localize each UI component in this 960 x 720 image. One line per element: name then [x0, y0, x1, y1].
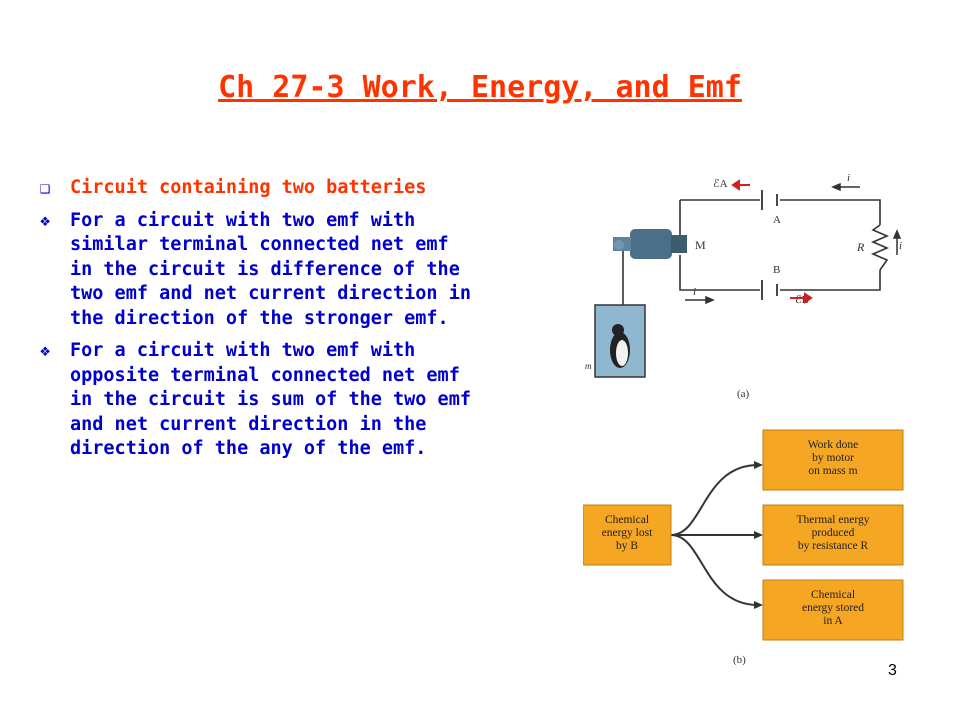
bullet-item: ❖ For a circuit with two emf with simila…	[40, 209, 550, 332]
bullet-item: ❖ For a circuit with two emf with opposi…	[40, 339, 550, 462]
diamond-bullet-icon: ❖	[40, 341, 51, 361]
thermal-box: Thermal energy produced by resistance R	[796, 514, 870, 552]
figure-b-caption: (b)	[733, 654, 746, 666]
mass-label: m	[585, 361, 592, 371]
battery-a-label: A	[773, 214, 781, 226]
work-box: Work done by motor on mass m	[807, 439, 859, 477]
hollow-square-icon: ❑	[40, 178, 51, 198]
bullet-text: For a circuit with two emf with opposite…	[70, 340, 471, 459]
resistor-label: R	[856, 240, 865, 254]
motor-icon	[613, 229, 687, 259]
battery-a	[761, 190, 778, 210]
battery-b-label: B	[773, 264, 780, 276]
bullet-item: ❑ Circuit containing two batteries	[40, 176, 550, 201]
bullet-text: Circuit containing two batteries	[70, 177, 427, 198]
battery-b	[761, 280, 778, 300]
figure-a-caption: (a)	[737, 388, 750, 400]
slide-title: Ch 27-3 Work, Energy, and Emf	[218, 70, 742, 105]
emf-a-label: ℰA	[713, 178, 728, 190]
svg-text:i: i	[847, 172, 850, 184]
source-box: Chemical energy lost by B	[601, 514, 653, 552]
circuit-diagram: A B ℰA ℰB i i i R M m (a)	[585, 172, 902, 400]
bullet-text: For a circuit with two emf with similar …	[70, 209, 471, 329]
diamond-bullet-icon: ❖	[40, 210, 51, 231]
energy-flow-diagram: Chemical energy lost by B Work done by m…	[583, 429, 904, 666]
bullet-list: ❑ Circuit containing two batteries ❖ For…	[40, 176, 550, 470]
mass-box-icon	[594, 304, 646, 378]
svg-text:i: i	[693, 286, 696, 298]
resistor	[870, 224, 890, 271]
chemical-stored-box: Chemical energy stored in A	[801, 589, 865, 627]
motor-label: M	[695, 238, 706, 252]
svg-text:i: i	[899, 240, 902, 252]
slide-number: 3	[888, 662, 897, 679]
